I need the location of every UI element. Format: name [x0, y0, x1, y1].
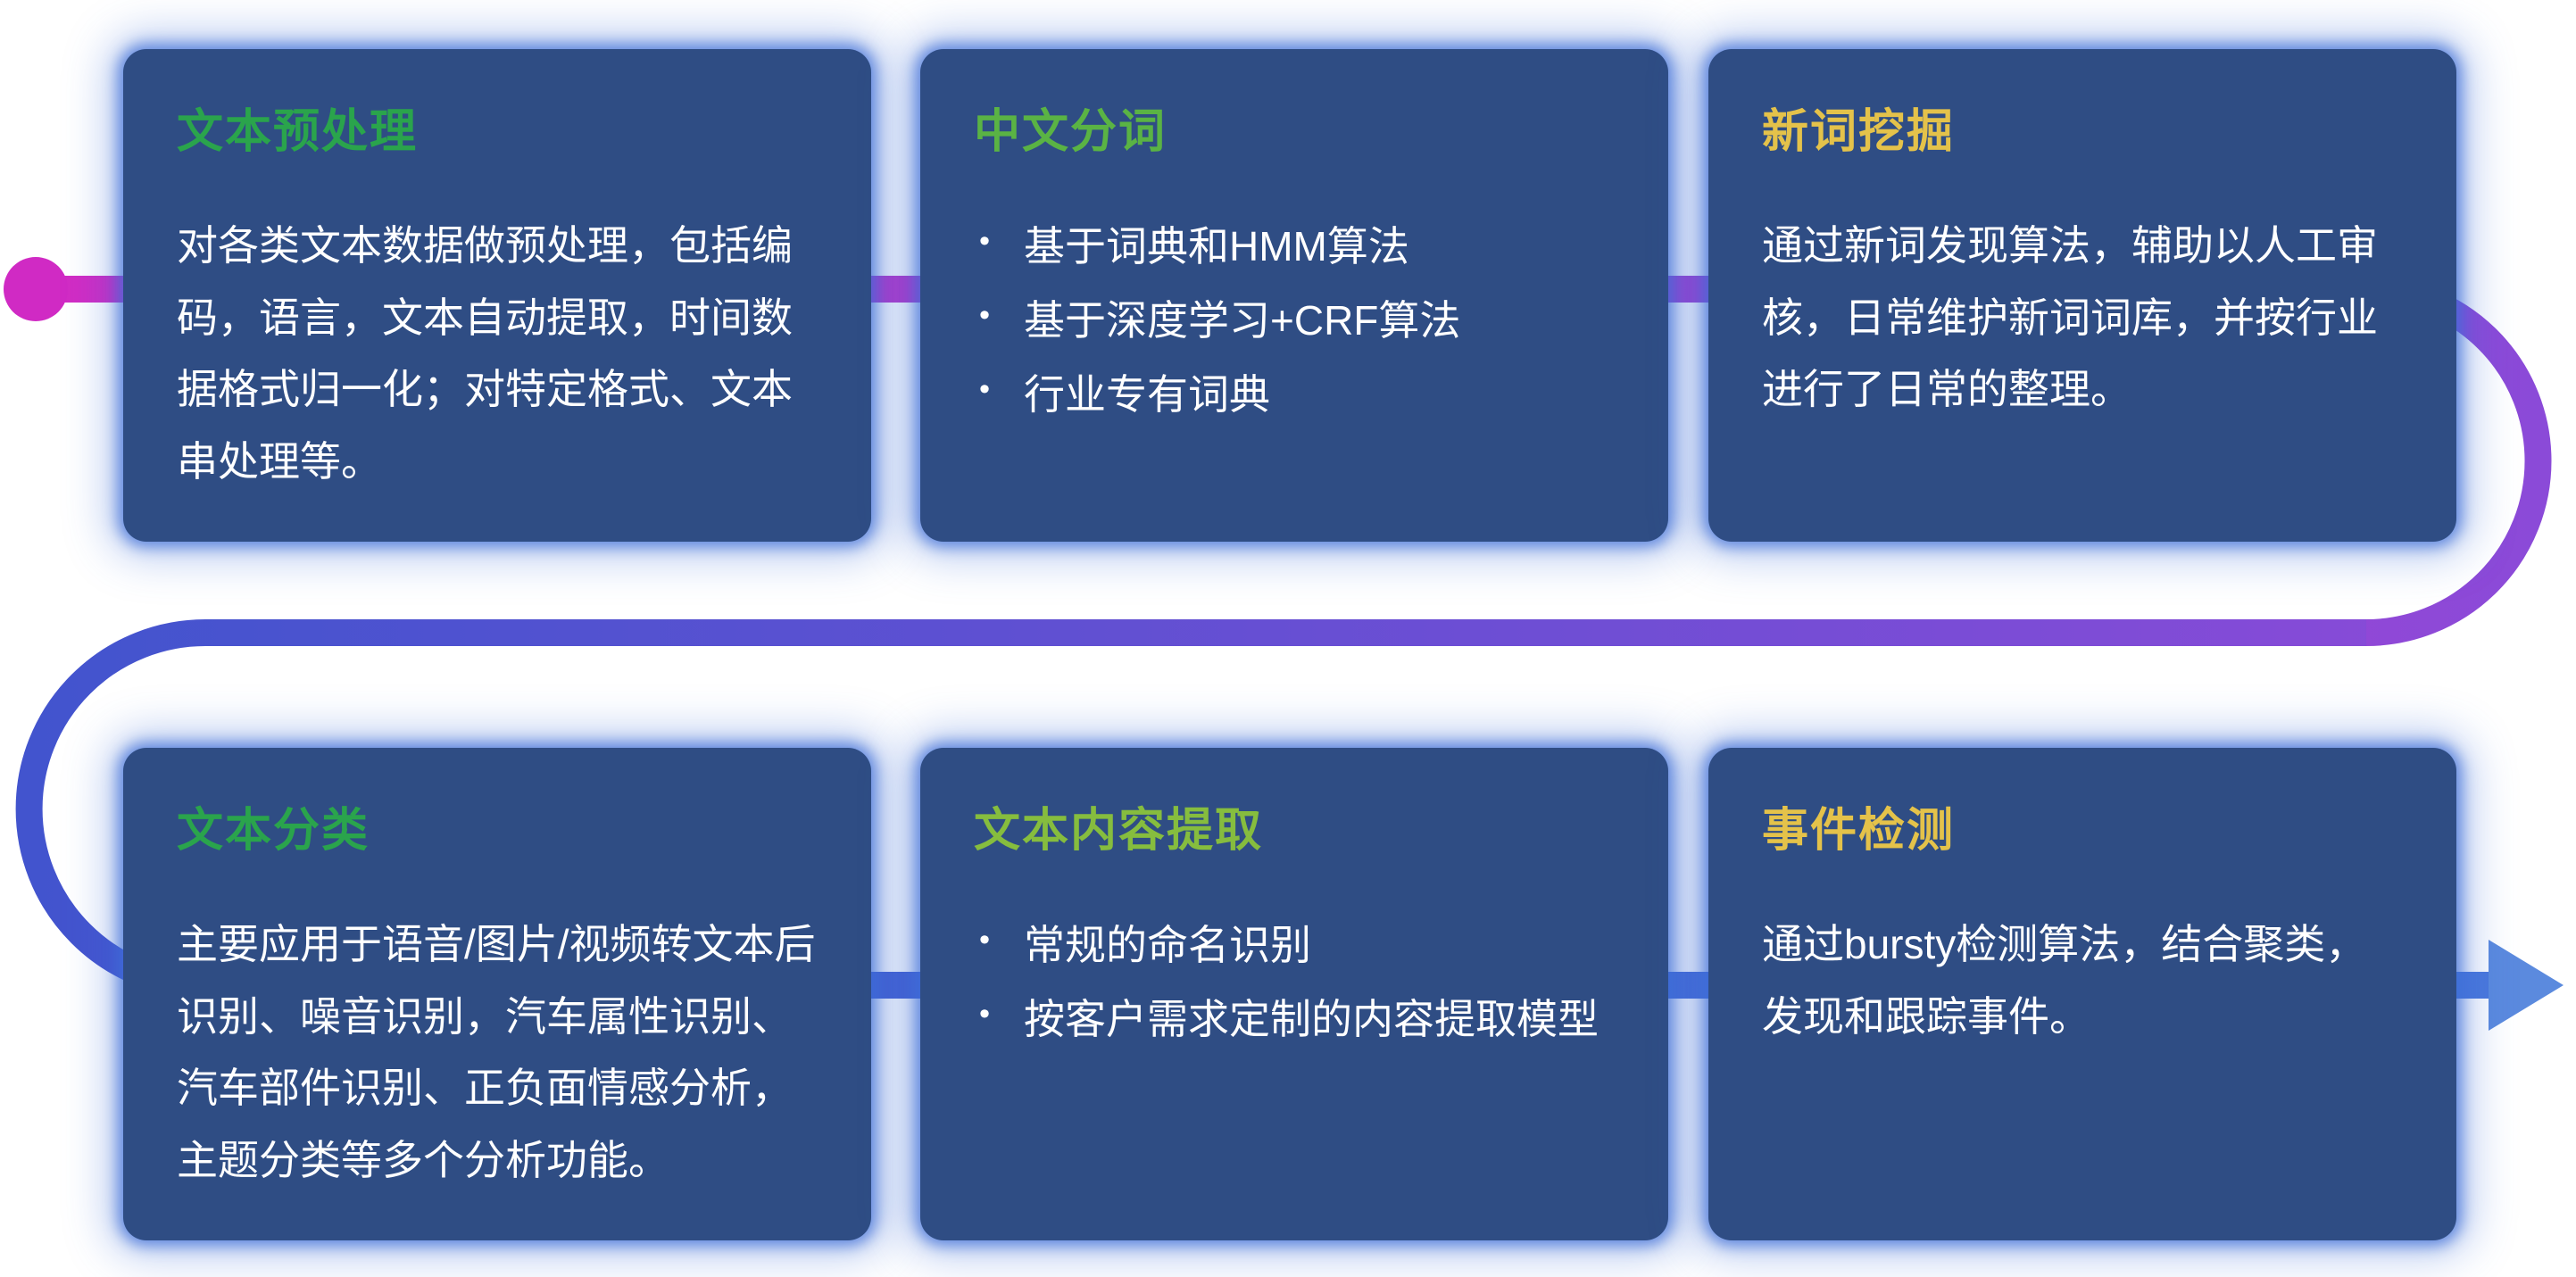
bullet-item: 行业专有词典: [974, 358, 1615, 432]
card-title: 新词挖掘: [1762, 106, 1956, 158]
card-title: 文本内容提取: [974, 805, 1264, 857]
card-chinese-word-segmentation: 中文分词 基于词典和HMM算法基于深度学习+CRF算法行业专有词典: [920, 49, 1668, 542]
card-body: 主要应用于语音/图片/视频转文本后识别、噪音识别，汽车属性识别、汽车部件识别、正…: [177, 921, 816, 1183]
card-title: 中文分词: [974, 106, 1168, 158]
card-body: 通过新词发现算法，辅助以人工审核，日常维护新词词库，并按行业进行了日常的整理。: [1762, 222, 2378, 412]
card-body: 对各类文本数据做预处理，包括编码，语言，文本自动提取，时间数据格式归一化；对特定…: [177, 222, 793, 485]
bullet-item: 按客户需求定制的内容提取模型: [974, 983, 1615, 1057]
card-text-content-extraction: 文本内容提取 常规的命名识别按客户需求定制的内容提取模型: [920, 748, 1668, 1240]
connector-segment-middle: [15, 619, 2366, 999]
card-text-classification: 文本分类 主要应用于语音/图片/视频转文本后识别、噪音识别，汽车属性识别、汽车部…: [123, 748, 871, 1240]
card-title: 文本分类: [177, 805, 370, 857]
card-title: 事件检测: [1762, 805, 1956, 857]
card-new-word-mining: 新词挖掘 通过新词发现算法，辅助以人工审核，日常维护新词词库，并按行业进行了日常…: [1708, 49, 2456, 542]
card-bullet-list: 基于词典和HMM算法基于深度学习+CRF算法行业专有词典: [974, 210, 1615, 431]
card-title: 文本预处理: [177, 106, 419, 158]
card-event-detection: 事件检测 通过bursty检测算法，结合聚类，发现和跟踪事件。: [1708, 748, 2456, 1240]
card-body: 通过bursty检测算法，结合聚类，发现和跟踪事件。: [1762, 921, 2367, 1040]
bullet-item: 基于深度学习+CRF算法: [974, 284, 1615, 358]
bullet-item: 基于词典和HMM算法: [974, 210, 1615, 284]
card-bullet-list: 常规的命名识别按客户需求定制的内容提取模型: [974, 908, 1615, 1057]
card-text-preprocessing: 文本预处理 对各类文本数据做预处理，包括编码，语言，文本自动提取，时间数据格式归…: [123, 49, 871, 542]
start-dot: [4, 257, 68, 321]
bullet-item: 常规的命名识别: [974, 908, 1615, 983]
arrow-head-icon: [2489, 940, 2564, 1031]
